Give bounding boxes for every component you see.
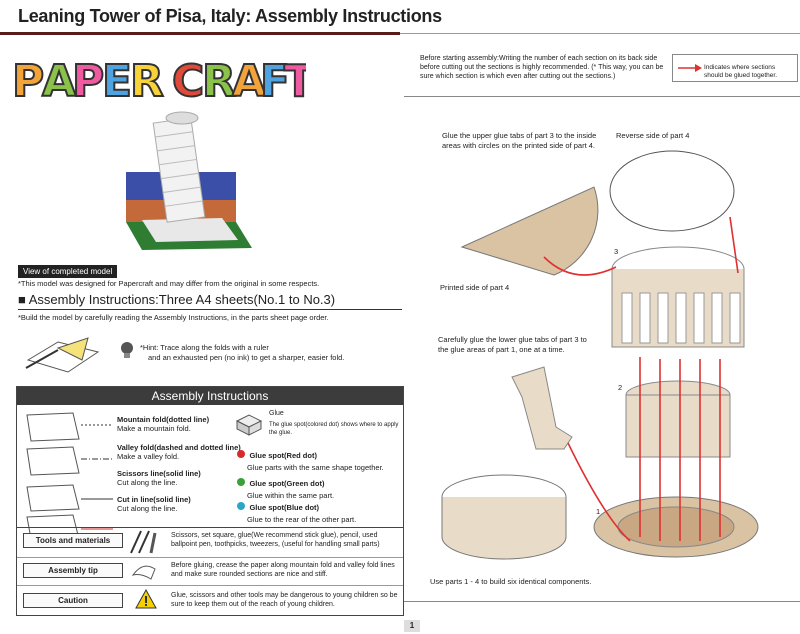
glue-cube-icon [235, 414, 263, 436]
legend-title: Scissors line(solid line) [117, 469, 201, 478]
paper-tip-icon [131, 565, 156, 580]
tools-label: Tools and materials [23, 533, 123, 548]
divider [17, 527, 403, 528]
svg-text:R: R [130, 56, 164, 107]
red-arrow-icon [678, 64, 702, 72]
svg-text:C: C [172, 56, 204, 107]
legend-mountain: Mountain fold(dotted line) Make a mounta… [117, 415, 209, 433]
divider [17, 585, 403, 586]
divider [17, 557, 403, 558]
legend-cut: Cut in line(solid line) Cut along the li… [117, 495, 191, 513]
tools-text: Scissors, set square, glue(We recommend … [171, 532, 380, 548]
legend-desc: Make a mountain fold. [117, 424, 191, 433]
text-lower: Carefully glue the lower glue tabs of pa… [438, 335, 587, 354]
top-note: Before starting assembly:Writing the num… [420, 55, 664, 80]
glue-spot-title: Glue spot(Green dot) [249, 479, 325, 488]
completed-model-note: *This model was designed for Papercraft … [18, 279, 320, 288]
sheets-note: *Build the model by carefully reading th… [18, 313, 329, 322]
hint-line-1: *Hint: Trace along the folds with a rule… [140, 343, 269, 352]
svg-text:E: E [102, 56, 132, 107]
legend-valley: Valley fold(dashed and dotted line) Make… [117, 443, 241, 461]
glue-arrow-legend-box [672, 54, 798, 82]
title-rule [0, 32, 400, 35]
label-part-2: 2 [618, 383, 623, 392]
completed-model-label: View of completed model [18, 265, 118, 278]
assembly-box-title: Assembly Instructions [17, 387, 403, 405]
legend-desc: Cut along the line. [117, 478, 178, 487]
legend-title: Mountain fold(dotted line) [117, 415, 210, 424]
legend-title: Cut in line(solid line) [117, 495, 191, 504]
glue-label: Glue [269, 410, 284, 417]
glue-spot-red: Glue spot(Red dot) Glue parts with the s… [237, 445, 384, 472]
glue-spot-desc: Glue to the rear of the other part. [247, 515, 357, 524]
page-number: 1 [404, 620, 420, 632]
label-part-3: 3 [614, 247, 619, 256]
assembly-tip-text: Before gluing, crease the paper along mo… [171, 562, 395, 578]
completed-model-image [126, 111, 252, 250]
ruler-pen-icon [25, 337, 100, 373]
text-printed: Printed side of part 4 [440, 283, 510, 292]
text-reverse: Reverse side of part 4 [616, 131, 690, 140]
diagram-art [441, 150, 759, 560]
fold-icons [26, 412, 80, 540]
legend-title: Valley fold(dashed and dotted line) [117, 443, 241, 452]
tools-icon [130, 530, 157, 554]
glue-arrow-legend-text: Indicates where sections should be glued… [704, 64, 778, 79]
glue-spot-title: Glue spot(Blue dot) [249, 503, 320, 512]
text-bottom: Use parts 1 - 4 to build six identical c… [430, 577, 592, 586]
lightbulb-icon [121, 342, 133, 358]
assembly-diagram: Glue the upper glue tabs of part 3 to th… [404, 96, 800, 602]
line-style-samples [81, 424, 113, 530]
svg-text:P: P [12, 56, 44, 107]
sheets-heading: ■ Assembly Instructions:Three A4 sheets(… [18, 292, 402, 310]
svg-text:P: P [72, 56, 104, 107]
glue-spot-note: The glue spot(colored dot) shows where t… [269, 422, 399, 436]
paper-craft-logo: P A P E R C R A F T [11, 55, 306, 108]
assembly-tip-label: Assembly tip [23, 563, 123, 578]
warning-icon [135, 589, 157, 609]
svg-text:T: T [284, 56, 306, 107]
green-dot-icon [237, 477, 245, 486]
svg-text:R: R [202, 56, 236, 107]
glue-spot-blue: Glue spot(Blue dot) Glue to the rear of … [237, 497, 356, 524]
glue-spot-title: Glue spot(Red dot) [249, 451, 317, 460]
assembly-instructions-box: Assembly Instructions Mountain fold(dott… [16, 386, 404, 616]
hint-line-2: and an exhausted pen (no ink) to get a s… [148, 353, 345, 362]
caution-text: Glue, scissors and other tools may be da… [171, 592, 398, 608]
red-dot-icon [237, 449, 245, 458]
title-rule-right [400, 33, 800, 34]
glue-spot-desc: Glue within the same part. [247, 491, 335, 500]
hint-text: *Hint: Trace along the folds with a rule… [140, 343, 344, 363]
caution-label: Caution [23, 593, 123, 608]
text-glue-upper: Glue the upper glue tabs of part 3 to th… [442, 131, 597, 150]
page-title: Leaning Tower of Pisa, Italy: Assembly I… [18, 6, 442, 26]
label-part-1: 1 [596, 507, 601, 516]
glue-spot-green: Glue spot(Green dot) Glue within the sam… [237, 473, 334, 500]
svg-text:A: A [232, 56, 266, 107]
blue-dot-icon [237, 501, 245, 510]
legend-desc: Make a valley fold. [117, 452, 180, 461]
svg-text:A: A [42, 56, 76, 107]
legend-scissors: Scissors line(solid line) Cut along the … [117, 469, 201, 487]
legend-desc: Cut along the line. [117, 504, 178, 513]
svg-text:F: F [260, 56, 290, 107]
glue-spot-desc: Glue parts with the same shape together. [247, 463, 384, 472]
